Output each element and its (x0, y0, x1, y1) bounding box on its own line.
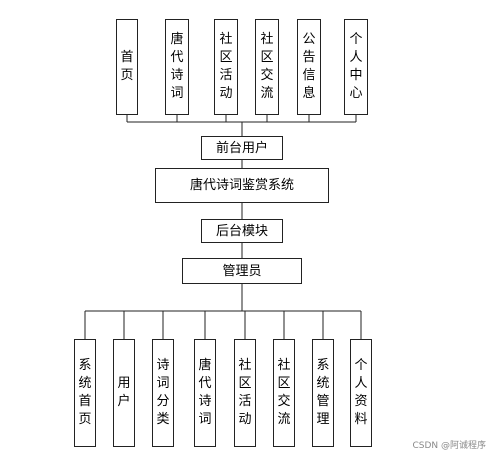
label-char: 心 (349, 86, 363, 101)
bottom-module-label: 唐代诗词 (198, 357, 211, 429)
bottom-module-profile: 个人资料 (350, 339, 372, 447)
label-char: 代 (170, 50, 184, 65)
label-char: 词 (156, 376, 170, 391)
label-char: 页 (120, 68, 134, 83)
label-char: 诗 (198, 394, 212, 409)
top-module-label: 社区活动 (219, 31, 232, 103)
top-module-announcements: 公告信息 (297, 19, 321, 115)
label-char: 区 (260, 50, 274, 65)
label-char: 诗 (156, 358, 170, 373)
label-char: 告 (302, 50, 316, 65)
label-char: 户 (117, 394, 131, 409)
label-char: 息 (302, 86, 316, 101)
front-user-label: 前台用户 (215, 140, 268, 156)
label-char: 流 (277, 412, 291, 427)
system-box: 唐代诗词鉴赏系统 (155, 168, 329, 203)
backend-box: 后台模块 (201, 219, 283, 243)
label-char: 资 (354, 394, 368, 409)
label-char: 中 (349, 68, 363, 83)
bottom-module-label: 系统管理 (316, 357, 329, 429)
system-label: 唐代诗词鉴赏系统 (189, 178, 294, 193)
label-char: 诗 (170, 68, 184, 83)
label-char: 系 (78, 358, 92, 373)
label-char: 动 (238, 412, 252, 427)
bottom-module-label: 系统首页 (78, 357, 91, 429)
top-module-label: 唐代诗词 (170, 31, 183, 103)
bottom-module-community-exchange: 社区交流 (273, 339, 295, 447)
top-module-label: 公告信息 (302, 31, 315, 103)
top-module-home: 首页 (116, 19, 138, 115)
bottom-module-users: 用户 (113, 339, 135, 447)
label-char: 社 (219, 32, 233, 47)
label-char: 管 (316, 394, 330, 409)
bottom-module-label: 个人资料 (354, 357, 367, 429)
label-char: 词 (198, 412, 212, 427)
label-char: 个 (349, 32, 363, 47)
label-char: 人 (349, 50, 363, 65)
backend-label: 后台模块 (215, 223, 268, 239)
label-char: 信 (302, 68, 316, 83)
label-char: 社 (260, 32, 274, 47)
label-char: 交 (277, 394, 291, 409)
bottom-module-label: 诗词分类 (156, 357, 169, 429)
label-char: 词 (170, 86, 184, 101)
front-user-box: 前台用户 (201, 136, 283, 160)
label-char: 区 (238, 376, 252, 391)
bottom-module-label: 社区活动 (238, 357, 251, 429)
label-char: 系 (316, 358, 330, 373)
label-char: 区 (219, 50, 233, 65)
label-char: 理 (316, 412, 330, 427)
label-char: 人 (354, 376, 368, 391)
label-char: 首 (120, 50, 134, 65)
watermark: CSDN @阿诚程序 (412, 441, 486, 451)
top-module-label: 个人中心 (349, 31, 362, 103)
top-module-community-activities: 社区活动 (214, 19, 238, 115)
label-char: 唐 (170, 32, 184, 47)
label-char: 统 (78, 376, 92, 391)
label-char: 区 (277, 376, 291, 391)
label-char: 个 (354, 358, 368, 373)
label-char: 交 (260, 68, 274, 83)
admin-label: 管理员 (222, 263, 262, 279)
label-char: 流 (260, 86, 274, 101)
top-module-community-exchange: 社区交流 (255, 19, 279, 115)
label-char: 社 (238, 358, 252, 373)
label-char: 分 (156, 394, 170, 409)
label-char: 公 (302, 32, 316, 47)
label-char: 料 (354, 412, 368, 427)
bottom-module-tang-poems: 唐代诗词 (194, 339, 216, 447)
label-char: 代 (198, 376, 212, 391)
admin-box: 管理员 (182, 258, 302, 284)
label-char: 动 (219, 86, 233, 101)
top-module-personal-center: 个人中心 (344, 19, 368, 115)
label-char: 活 (219, 68, 233, 83)
label-char: 页 (78, 412, 92, 427)
bottom-module-community-activities: 社区活动 (234, 339, 256, 447)
bottom-module-label: 社区交流 (277, 357, 290, 429)
label-char: 类 (156, 412, 170, 427)
bottom-module-poem-categories: 诗词分类 (152, 339, 174, 447)
bottom-module-system-management: 系统管理 (312, 339, 334, 447)
bottom-module-label: 用户 (117, 375, 130, 411)
top-module-tang-poems: 唐代诗词 (165, 19, 189, 115)
label-char: 唐 (198, 358, 212, 373)
label-char: 用 (117, 376, 131, 391)
top-module-label: 首页 (120, 49, 133, 85)
label-char: 活 (238, 394, 252, 409)
label-char: 统 (316, 376, 330, 391)
bottom-module-system-home: 系统首页 (74, 339, 96, 447)
label-char: 首 (78, 394, 92, 409)
top-module-label: 社区交流 (260, 31, 273, 103)
label-char: 社 (277, 358, 291, 373)
